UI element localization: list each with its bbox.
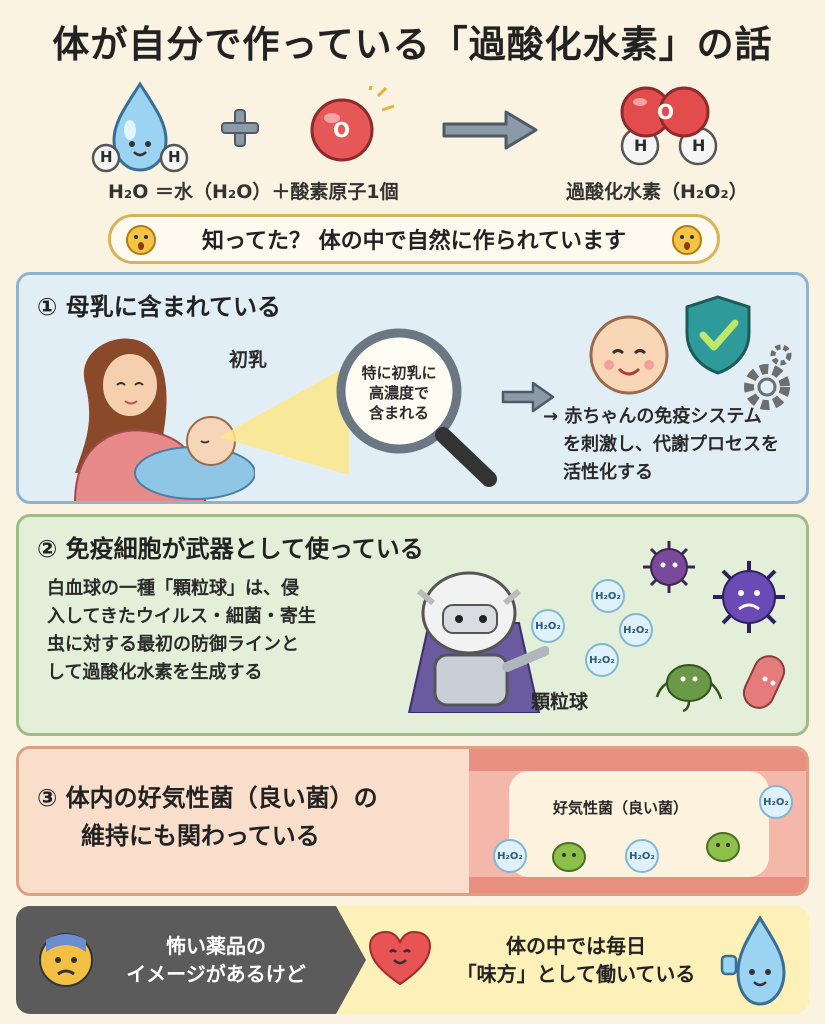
- did-you-know-banner: 知ってた？ 体の中で自然に作られています: [108, 214, 720, 264]
- h2o2-bubble: H₂O₂: [591, 579, 625, 613]
- magnifier-line1: 特に初乳に: [361, 364, 437, 382]
- bubble-text: H₂O₂: [763, 796, 789, 808]
- oxygen-atom-illustration: O: [300, 81, 400, 170]
- body-line1: 白血球の一種「顆粒球」は、侵: [47, 578, 299, 599]
- hydrogen-label-right: H: [168, 148, 181, 166]
- h2o2-bubble: H₂O₂: [619, 613, 653, 647]
- bubble-text: H₂O₂: [497, 850, 523, 862]
- result-line1: → 赤ちゃんの免疫システム: [543, 406, 762, 427]
- peroxide-h-right: H: [692, 136, 706, 155]
- body-line2: 入してきたウイルス・細菌・寄生: [47, 606, 316, 627]
- bacteria-icon: [655, 653, 725, 717]
- bubble-text: H₂O₂: [629, 850, 655, 862]
- bubble-text: H₂O₂: [623, 624, 649, 636]
- footer-left-line2: イメージがあるけど: [126, 962, 306, 986]
- magnifier-text: 特に初乳に 高濃度で 含まれる: [341, 363, 457, 423]
- result-line3: 活性化する: [563, 462, 653, 483]
- footer-comparison: 怖い薬品の イメージがあるけど 体の中では毎日 「味方」として働いている: [16, 906, 809, 1014]
- surprised-face-icon-left: [125, 224, 157, 262]
- good-bacteria-icon: [549, 839, 589, 879]
- arrow-right-icon: [501, 381, 555, 417]
- virus-icon: [709, 557, 789, 641]
- bubble-text: H₂O₂: [595, 590, 621, 602]
- bubble-text: H₂O₂: [589, 654, 615, 666]
- section3-heading-line2: 維持にも関わっている: [81, 822, 320, 850]
- h2o2-bubble: H₂O₂: [625, 839, 659, 873]
- gear-icon: [719, 337, 799, 421]
- peroxide-o-label: O: [657, 100, 675, 124]
- section3-heading: ③ 体内の好気性菌（良い菌）の 維持にも関わっている: [37, 779, 378, 855]
- bubble-text: H₂O₂: [535, 620, 561, 632]
- h2o2-bubble: H₂O₂: [531, 609, 565, 643]
- magnifying-glass-icon: [331, 323, 511, 497]
- mother-baby-illustration: [55, 323, 256, 501]
- body-line4: して過酸化水素を生成する: [47, 662, 263, 683]
- section-immune-cells: ② 免疫細胞が武器として使っている 白血球の一種「顆粒球」は、侵 入してきたウイ…: [16, 514, 809, 736]
- colostrum-label: 初乳: [229, 349, 268, 371]
- shield-check-icon: [681, 293, 755, 381]
- virus-icon: [639, 537, 699, 601]
- section1-result: → 赤ちゃんの免疫システム を刺激し、代謝プロセスを 活性化する: [543, 403, 779, 487]
- h2o2-bubble: H₂O₂: [493, 839, 527, 873]
- plus-icon: [220, 108, 260, 152]
- footer-right-line2: 「味方」として働いている: [456, 962, 696, 986]
- magnifier-line2: 高濃度で: [368, 384, 429, 402]
- section-good-bacteria: ③ 体内の好気性菌（良い菌）の 維持にも関わっている 好気性菌（良い菌） H₂O…: [16, 746, 809, 896]
- peroxide-caption: 過酸化水素（H₂O₂）: [566, 181, 748, 203]
- hydrogen-label-left: H: [100, 148, 113, 166]
- result-line2: を刺激し、代謝プロセスを: [563, 434, 779, 455]
- water-molecule-illustration: H H: [90, 78, 190, 182]
- magnifier-line3: 含まれる: [368, 404, 429, 422]
- light-beam: [219, 355, 359, 489]
- water-drop-thumbs-up-icon: [718, 912, 798, 1014]
- hydrogen-peroxide-molecule-illustration: H O H: [600, 72, 730, 186]
- heart-icon: [368, 930, 432, 992]
- bacteria-icon: [735, 645, 799, 719]
- section3-heading-line1: ③ 体内の好気性菌（良い菌）の: [37, 784, 378, 812]
- body-line3: 虫に対する最初の防御ラインと: [47, 634, 299, 655]
- section-breast-milk: ① 母乳に含まれている 初乳 特に初乳に 高濃度で 含まれる: [16, 272, 809, 504]
- footer-left-text: 怖い薬品の イメージがあるけど: [116, 932, 316, 988]
- worried-face-icon: [36, 930, 96, 994]
- oxygen-label: O: [333, 118, 351, 142]
- water-equation-caption: H₂O ＝水（H₂O）＋酸素原子1個: [108, 181, 399, 203]
- surprised-face-icon-right: [671, 224, 703, 262]
- section2-body: 白血球の一種「顆粒球」は、侵 入してきたウイルス・細菌・寄生 虫に対する最初の防…: [47, 575, 316, 687]
- arrow-right-icon: [440, 108, 540, 156]
- footer-right-text: 体の中では毎日 「味方」として働いている: [446, 932, 706, 988]
- footer-right-line1: 体の中では毎日: [506, 934, 646, 958]
- h2o2-bubble: H₂O₂: [759, 785, 793, 819]
- page-title: 体が自分で作っている「過酸化水素」の話: [52, 23, 773, 66]
- banner-text: 知ってた？ 体の中で自然に作られています: [202, 229, 626, 254]
- happy-baby-face-icon: [579, 309, 679, 403]
- section1-heading: ① 母乳に含まれている: [37, 293, 281, 321]
- footer-left-line1: 怖い薬品の: [166, 934, 266, 958]
- knight-granulocyte-illustration: [389, 563, 550, 717]
- h2o2-bubble: H₂O₂: [585, 643, 619, 677]
- peroxide-h-left: H: [634, 136, 648, 155]
- intestine-illustration: [469, 749, 806, 893]
- good-bacteria-icon: [703, 829, 743, 869]
- section2-heading: ② 免疫細胞が武器として使っている: [37, 535, 424, 563]
- granulocyte-label: 顆粒球: [531, 691, 589, 713]
- aerobic-bacteria-label: 好気性菌（良い菌）: [553, 799, 689, 817]
